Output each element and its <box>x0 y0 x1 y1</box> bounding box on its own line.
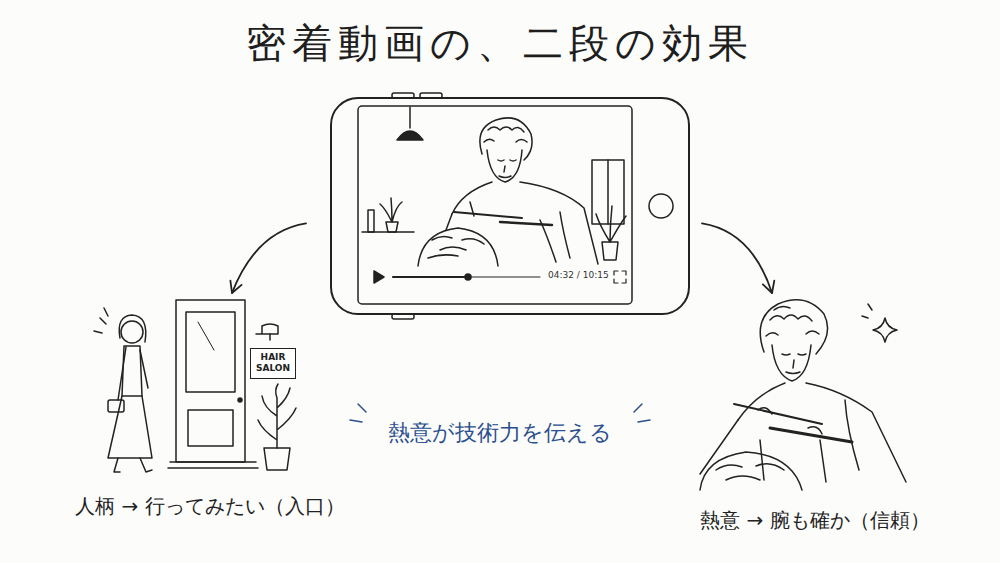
barber-figure <box>700 300 906 490</box>
center-label: 熱意が技術力を伝える <box>384 418 616 448</box>
potted-plant <box>258 384 296 470</box>
salon-sign: HAIR SALON <box>250 348 296 379</box>
arrow-head <box>230 281 241 293</box>
sparkle <box>873 318 897 342</box>
video-time: 04:32 / 10:15 <box>548 270 609 280</box>
arrow-line <box>232 223 306 293</box>
arrow-head <box>763 281 774 293</box>
salon-scene: 人柄 → 行ってみたい（入口） HAIR SALON <box>55 295 365 535</box>
phone-screen <box>358 106 632 304</box>
screen-scene <box>362 107 626 283</box>
salon-door <box>168 300 258 468</box>
phone-frame: 04:32 / 10:15 <box>330 97 690 315</box>
scene-caption: 熱意 → 腕も確か（信頼） <box>650 507 980 534</box>
woman-figure <box>94 308 152 472</box>
sparkle-lines <box>862 304 872 318</box>
trust-scene: 熱意 → 腕も確か（信頼） <box>650 295 980 535</box>
wall-lamp <box>256 324 278 340</box>
title: 密着動画の、二段の効果 <box>0 16 1000 71</box>
arrow-line <box>702 223 772 293</box>
sign-text: HAIR SALON <box>253 352 293 375</box>
flow-arrow <box>230 223 306 293</box>
scene-caption: 人柄 → 行ってみたい（入口） <box>55 493 365 520</box>
flow-arrow <box>702 223 774 293</box>
home-button <box>649 194 673 218</box>
